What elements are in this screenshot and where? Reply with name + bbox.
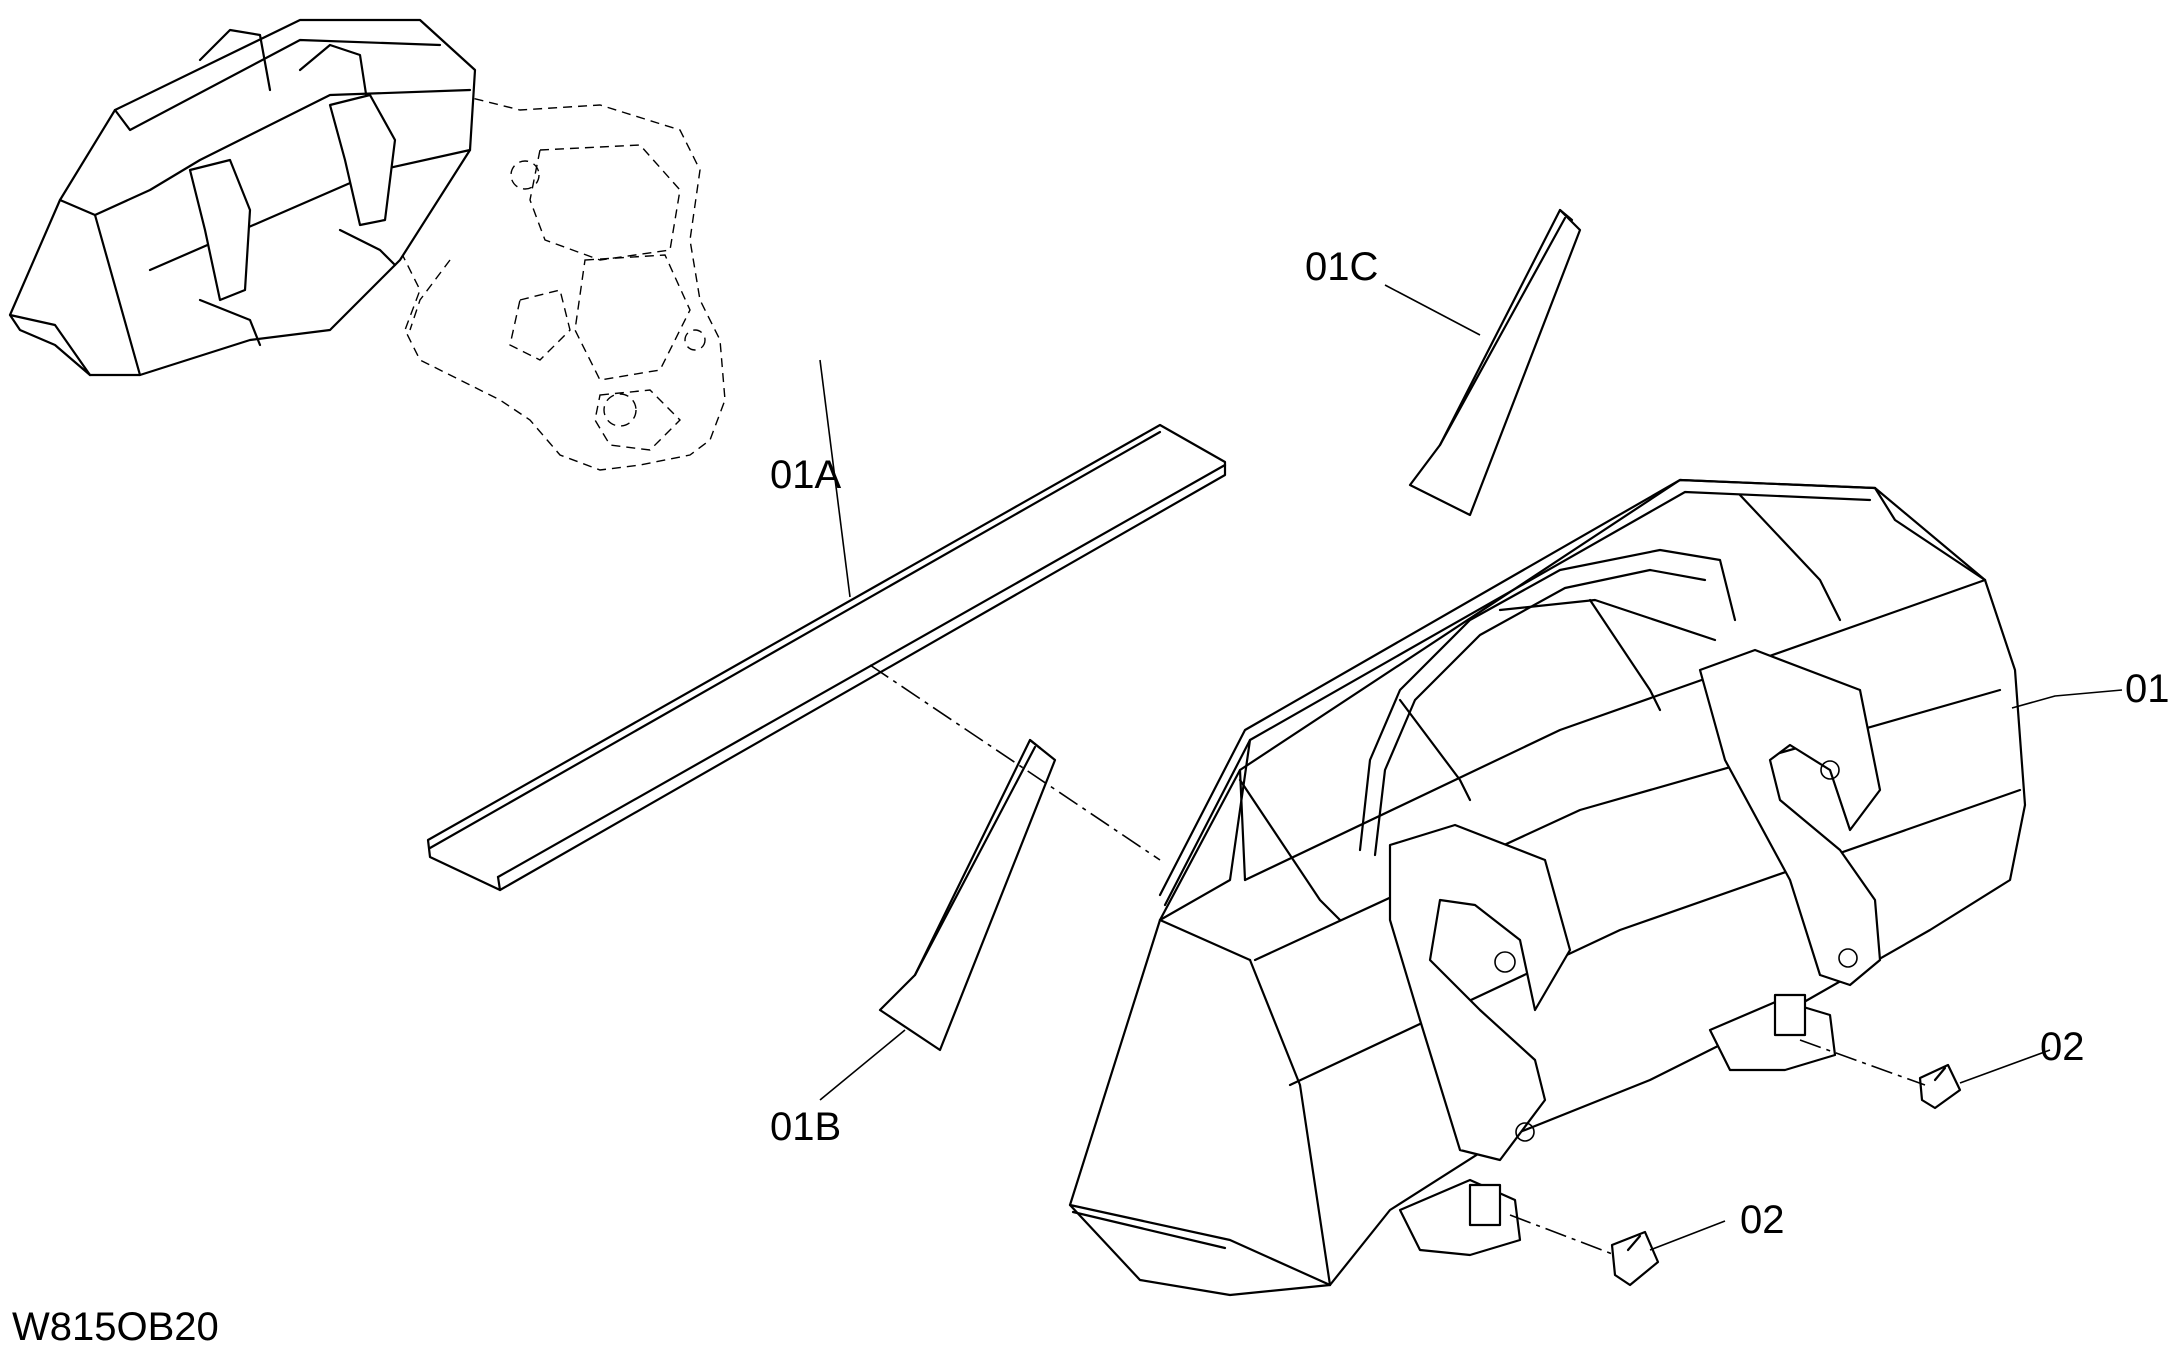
label-01C: 01C <box>1305 245 1378 289</box>
label-02-left: 02 <box>1740 1198 1785 1242</box>
side-cutter-01B <box>878 738 1057 1052</box>
drawing-code: W815OB20 <box>12 1305 219 1349</box>
part-labels: 01 01A 01B 01C 02 02 W815OB20 <box>12 245 2170 1349</box>
label-02-right: 02 <box>2040 1025 2085 1069</box>
leader-lines <box>819 284 2123 1256</box>
cutting-edge-01A <box>426 423 1227 892</box>
bucket-01 <box>1068 478 2027 1297</box>
overview-bucket <box>8 18 477 377</box>
overview-inset <box>8 18 726 471</box>
label-01A: 01A <box>770 453 841 497</box>
tooth-02-left <box>1610 1230 1660 1287</box>
side-cutter-01C <box>1408 208 1582 517</box>
tooth-02-right <box>1918 1063 1962 1110</box>
label-01B: 01B <box>770 1105 841 1149</box>
label-01: 01 <box>2125 667 2170 711</box>
